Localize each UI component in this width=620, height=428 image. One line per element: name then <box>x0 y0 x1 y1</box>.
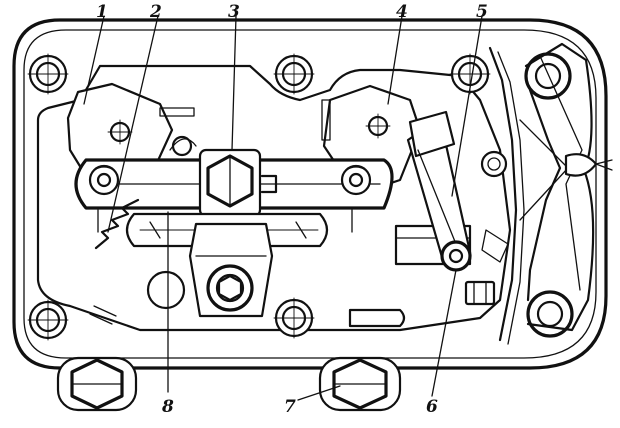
lower-mount <box>188 222 274 318</box>
leader-lines <box>83 15 483 401</box>
callout-2: 2 <box>149 2 162 22</box>
callout-4: 4 <box>396 2 408 22</box>
spring <box>94 198 140 250</box>
callout-8: 8 <box>161 397 174 417</box>
bottom-bolt-left <box>56 356 138 412</box>
callout-3: 3 <box>228 2 240 22</box>
bottom-bolt-right <box>318 356 402 412</box>
housing <box>12 18 608 370</box>
bolt-bottom-left <box>27 299 69 341</box>
pivot-pin <box>440 229 509 306</box>
central-hex-nut <box>198 148 278 218</box>
wire-spring <box>519 42 613 338</box>
bolt-top-middle <box>273 53 315 95</box>
callout-5: 5 <box>476 2 488 22</box>
bolt-top-left <box>27 53 69 95</box>
callout-1: 1 <box>96 2 108 22</box>
left-boss <box>89 270 186 325</box>
bolt-bottom-middle <box>273 297 315 339</box>
callout-6: 6 <box>426 397 438 417</box>
callout-7: 7 <box>284 397 296 417</box>
